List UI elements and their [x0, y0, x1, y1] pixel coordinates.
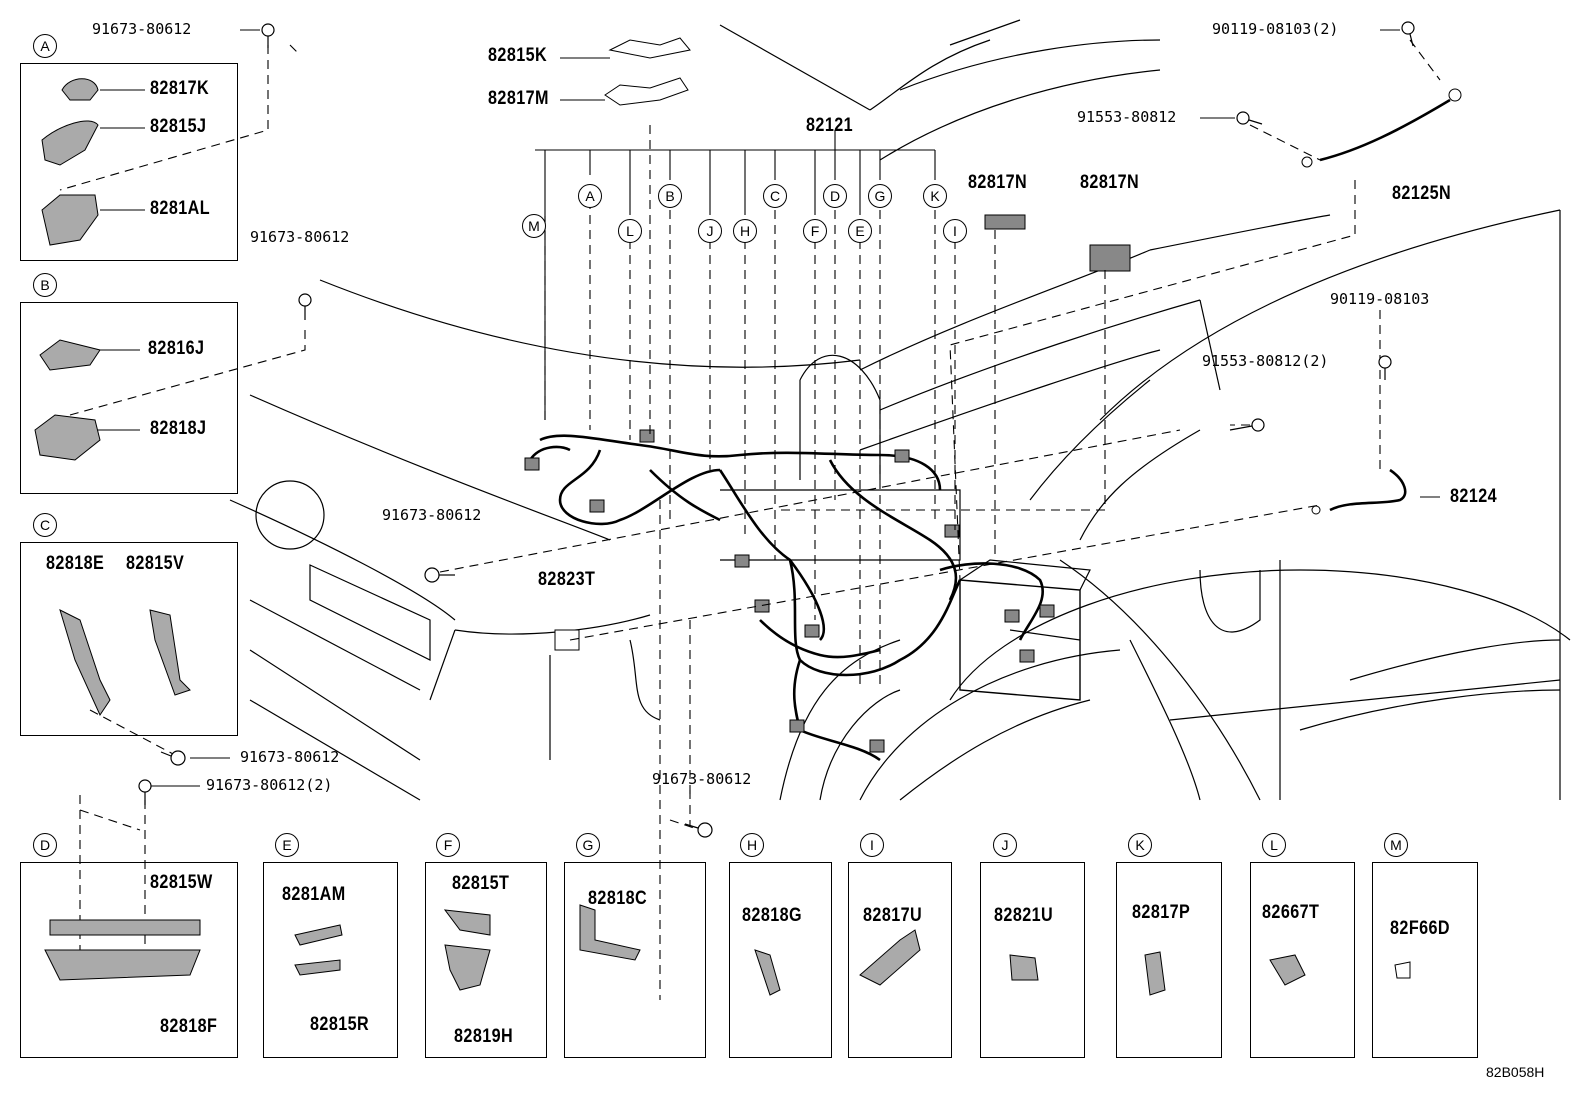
label-82817K: 82817K	[150, 78, 210, 99]
label-91673-80612-top: 91673-80612	[92, 20, 192, 38]
vehicle-outline	[229, 19, 1571, 801]
label-82817U: 82817U	[863, 905, 923, 926]
label-82818F: 82818F	[160, 1016, 218, 1037]
group-f-box	[425, 862, 547, 1058]
callout-a: A	[578, 184, 602, 208]
group-m-box	[1372, 862, 1478, 1058]
label-82F66D: 82F66D	[1390, 918, 1451, 939]
group-c-box	[20, 542, 238, 736]
label-91553-80812: 91553-80812	[1077, 108, 1177, 126]
part-sketches	[34, 37, 1462, 996]
label-82815V: 82815V	[126, 553, 185, 574]
label-91553-80812-2: 91553-80812(2)	[1202, 352, 1329, 370]
label-82818C: 82818C	[588, 888, 648, 909]
bolts	[138, 21, 1415, 838]
label-82817N-1: 82817N	[968, 172, 1028, 193]
callout-d: D	[823, 184, 847, 208]
label-91673-80612-g: 91673-80612	[652, 770, 752, 788]
callout-m: M	[522, 214, 546, 238]
callout-f-box: F	[436, 833, 460, 857]
label-91673-80612-2: 91673-80612(2)	[206, 776, 333, 794]
leader-lines	[95, 29, 1440, 787]
callout-e-box: E	[275, 833, 299, 857]
callout-m-box: M	[1384, 833, 1408, 857]
group-l-box	[1250, 862, 1355, 1058]
callout-k-box: K	[1128, 833, 1152, 857]
dashed-references	[59, 39, 1441, 1000]
label-90119-08103-2: 90119-08103(2)	[1212, 20, 1339, 38]
callout-a-box: A	[33, 34, 57, 58]
callout-l-box: L	[1262, 833, 1286, 857]
callout-c-box: C	[33, 513, 57, 537]
label-82818E: 82818E	[46, 553, 105, 574]
label-82821U: 82821U	[994, 905, 1054, 926]
label-82815T: 82815T	[452, 873, 510, 894]
callout-j: J	[698, 219, 722, 243]
callout-l: L	[618, 219, 642, 243]
label-82817M: 82817M	[488, 88, 549, 109]
callout-g-box: G	[576, 833, 600, 857]
label-82823T: 82823T	[538, 569, 596, 590]
label-91673-80612-c: 91673-80612	[240, 748, 340, 766]
label-90119-08103: 90119-08103	[1330, 290, 1430, 308]
callout-i-box: I	[860, 833, 884, 857]
group-h-box	[729, 862, 832, 1058]
callout-i: I	[943, 219, 967, 243]
callout-j-box: J	[993, 833, 1017, 857]
callout-h: H	[733, 219, 757, 243]
diagram-code: 82B058H	[1486, 1064, 1545, 1080]
label-8281AL: 8281AL	[150, 198, 211, 219]
label-82667T: 82667T	[1262, 902, 1320, 923]
group-j-box	[980, 862, 1085, 1058]
label-91673-80612-left: 91673-80612	[250, 228, 350, 246]
callout-c: C	[763, 184, 787, 208]
callout-g: G	[868, 184, 892, 208]
label-82818J: 82818J	[150, 418, 207, 439]
label-82815W: 82815W	[150, 872, 213, 893]
wire-harness	[528, 98, 1451, 762]
group-e-box	[263, 862, 398, 1058]
group-g-box	[564, 862, 706, 1058]
callout-f: F	[803, 219, 827, 243]
label-82817N-2: 82817N	[1080, 172, 1140, 193]
group-i-box	[848, 862, 952, 1058]
group-a-box	[20, 63, 238, 261]
label-82125N: 82125N	[1392, 183, 1452, 204]
label-82124: 82124	[1450, 486, 1498, 507]
label-8281AM: 8281AM	[282, 884, 346, 905]
label-82817P: 82817P	[1132, 902, 1191, 923]
group-d-box	[20, 862, 238, 1058]
callout-d-box: D	[33, 833, 57, 857]
label-82121: 82121	[806, 115, 854, 136]
label-82819H: 82819H	[454, 1026, 514, 1047]
callout-b: B	[658, 184, 682, 208]
label-82818G: 82818G	[742, 905, 803, 926]
label-91673-80612-mid: 91673-80612	[382, 506, 482, 524]
label-82815J: 82815J	[150, 116, 207, 137]
group-b-box	[20, 302, 238, 494]
label-82815K: 82815K	[488, 45, 548, 66]
label-82815R: 82815R	[310, 1014, 370, 1035]
callout-h-box: H	[740, 833, 764, 857]
callout-k: K	[923, 184, 947, 208]
group-k-box	[1116, 862, 1222, 1058]
label-82816J: 82816J	[148, 338, 205, 359]
connectors	[524, 214, 1131, 753]
callout-b-box: B	[33, 273, 57, 297]
callout-e: E	[848, 219, 872, 243]
